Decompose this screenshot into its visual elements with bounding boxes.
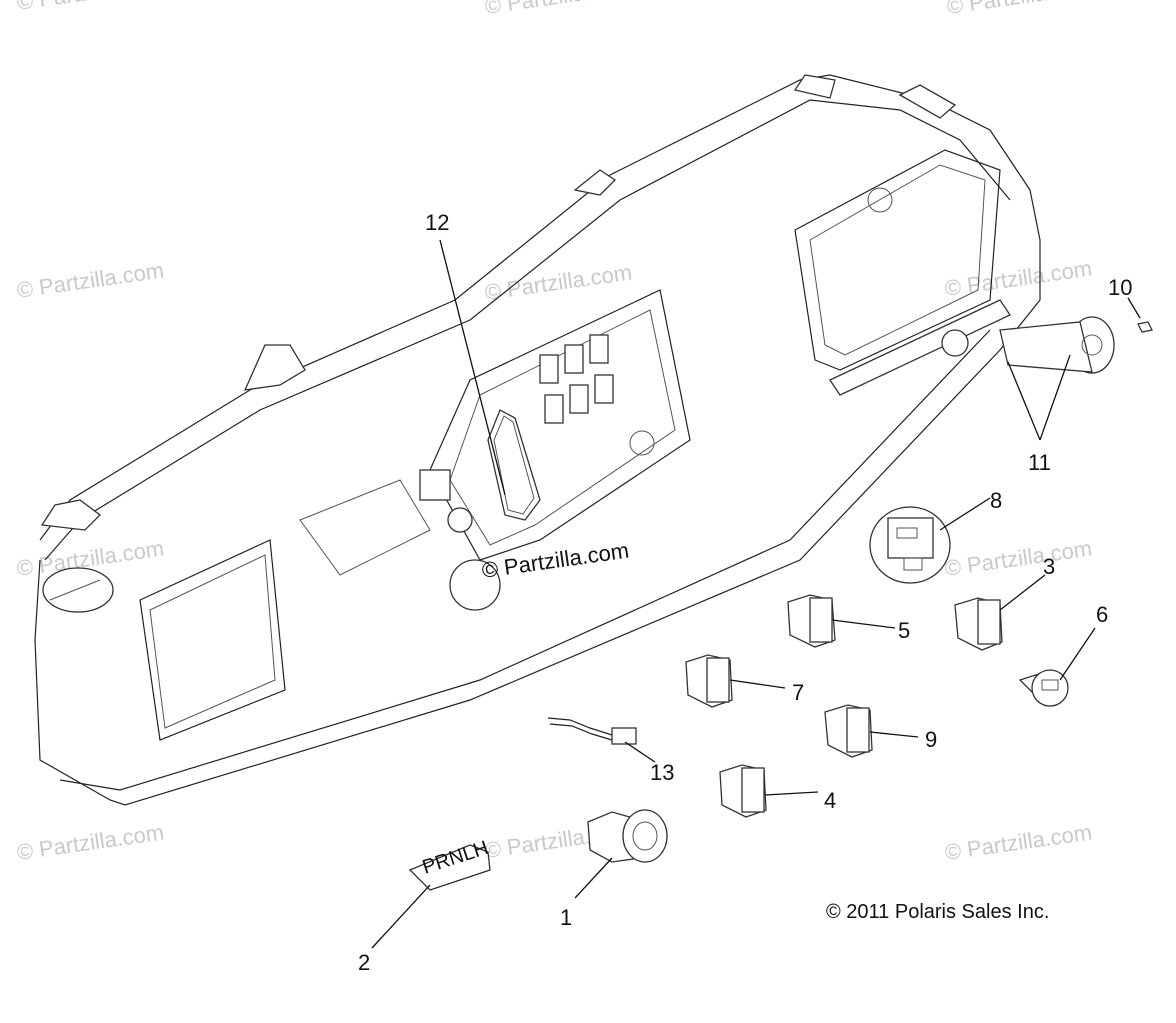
part-1-ignition-switch: [574, 809, 668, 899]
watermark-left-3: © Partzilla.com: [15, 820, 165, 865]
callout-1: 1: [560, 905, 572, 930]
part-7-rocker-switch: [685, 654, 786, 708]
watermark-right-1: © Partzilla.com: [943, 256, 1093, 301]
part-4-rocker-switch: [719, 764, 819, 818]
callout-2: 2: [358, 950, 370, 975]
leader-12: [439, 239, 506, 496]
callout-7: 7: [792, 680, 804, 705]
part-10-screw: [1127, 297, 1153, 333]
part-8-usb-outlet: [869, 497, 991, 584]
watermark-top-right: © Partzilla.com: [945, 0, 1095, 19]
callouts: 12 10 11 8 3 6 5 7 9 13 4 1 2: [358, 210, 1132, 975]
callout-3: 3: [1043, 554, 1055, 579]
callout-13: 13: [650, 760, 674, 785]
part-5-rocker-switch: [787, 594, 896, 648]
dashboard-panel: [34, 74, 1041, 806]
copyright-notice: © 2011 Polaris Sales Inc.: [826, 901, 1049, 923]
watermark-center-1: © Partzilla.com: [483, 260, 633, 305]
callout-11: 11: [1028, 450, 1051, 475]
part-6-power-outlet: [1018, 627, 1096, 707]
callout-4: 4: [824, 788, 836, 813]
part-11-outlet-boot: [941, 316, 1115, 441]
callout-9: 9: [925, 727, 937, 752]
callout-5: 5: [898, 618, 910, 643]
watermark-top-left: © Partzilla.com: [15, 0, 165, 15]
callout-6: 6: [1096, 602, 1108, 627]
callout-12: 12: [425, 210, 449, 235]
watermark-left-1: © Partzilla.com: [15, 258, 165, 303]
callout-8: 8: [990, 488, 1002, 513]
callout-10: 10: [1108, 275, 1132, 300]
center-watermark: © Partzilla.com: [480, 538, 630, 583]
part-2-gear-indicator: PRNLH: [371, 837, 491, 949]
watermark-right-3: © Partzilla.com: [943, 820, 1093, 865]
part-13-wire-harness: [547, 717, 656, 763]
watermark-top-center: © Partzilla.com: [483, 0, 633, 19]
watermark-right-2: © Partzilla.com: [943, 536, 1093, 581]
part-3-rocker-switch: [954, 574, 1046, 651]
part-9-rocker-switch: [824, 704, 919, 758]
